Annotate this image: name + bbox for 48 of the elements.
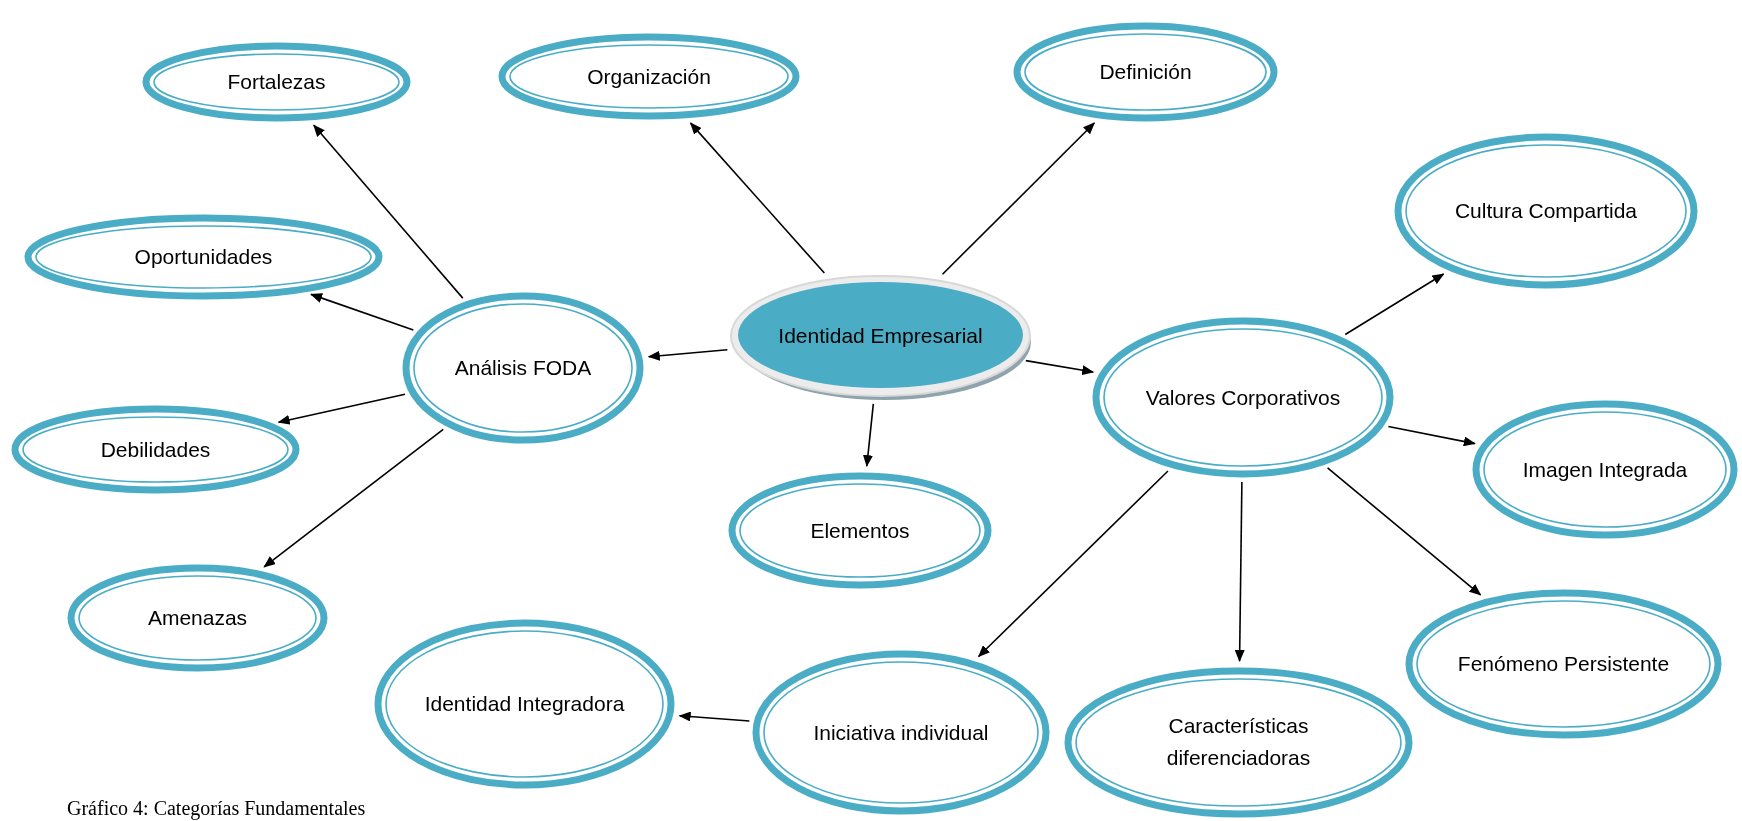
ellipse-node [67, 564, 328, 672]
ellipse-node [752, 650, 1050, 815]
node-label: Cultura Compartida [1453, 197, 1639, 224]
node-label: Fortalezas [226, 68, 327, 95]
ellipse-node [11, 405, 300, 494]
ellipse-node [374, 619, 675, 789]
ellipse-node [1064, 667, 1413, 818]
arrow [263, 428, 445, 568]
arrow [1234, 481, 1245, 662]
arrow [678, 711, 751, 722]
arrow [277, 393, 406, 425]
node-label: Imagen Integrada [1521, 456, 1689, 483]
node-label: Análisis FODA [453, 354, 593, 381]
arrow [310, 293, 415, 331]
ellipse-node [1013, 22, 1278, 122]
node-label: Iniciativa individual [812, 719, 990, 746]
ellipse-node [728, 472, 992, 589]
ellipse-node [24, 214, 383, 300]
arrow [977, 470, 1169, 658]
node-label: Debilidades [99, 436, 212, 463]
central-ellipse [728, 272, 1033, 400]
node-label: Fenómeno Persistente [1456, 650, 1671, 677]
ellipse-node [1472, 400, 1738, 539]
node-label: Organización [586, 63, 712, 90]
arrow [689, 122, 826, 274]
node-label: Elementos [809, 517, 911, 544]
arrow [862, 403, 875, 468]
arrow [941, 122, 1096, 275]
arrow [647, 348, 729, 361]
caption: Gráfico 4: Categorías Fundamentales [67, 797, 366, 820]
arrow [1344, 273, 1445, 336]
ellipse-node [402, 292, 644, 444]
ellipse-node [498, 33, 800, 120]
ellipse-node [1394, 133, 1698, 289]
node-label: Oportunidades [133, 243, 274, 270]
arrow [1025, 359, 1095, 376]
node-label: Identidad Empresarial [777, 322, 984, 349]
ellipse-node [1092, 317, 1394, 478]
node-label: Identidad Integradora [423, 690, 626, 717]
arrow [313, 124, 464, 299]
ellipse-node [142, 42, 411, 122]
node-label: Valores Corporativos [1144, 384, 1342, 411]
ellipse-node [1405, 589, 1722, 739]
node-label: Amenazas [146, 604, 249, 631]
node-label: Características diferenciadoras [1165, 712, 1312, 772]
arrow [1326, 467, 1482, 596]
node-label: Definición [1098, 58, 1193, 85]
arrow [1387, 425, 1476, 447]
